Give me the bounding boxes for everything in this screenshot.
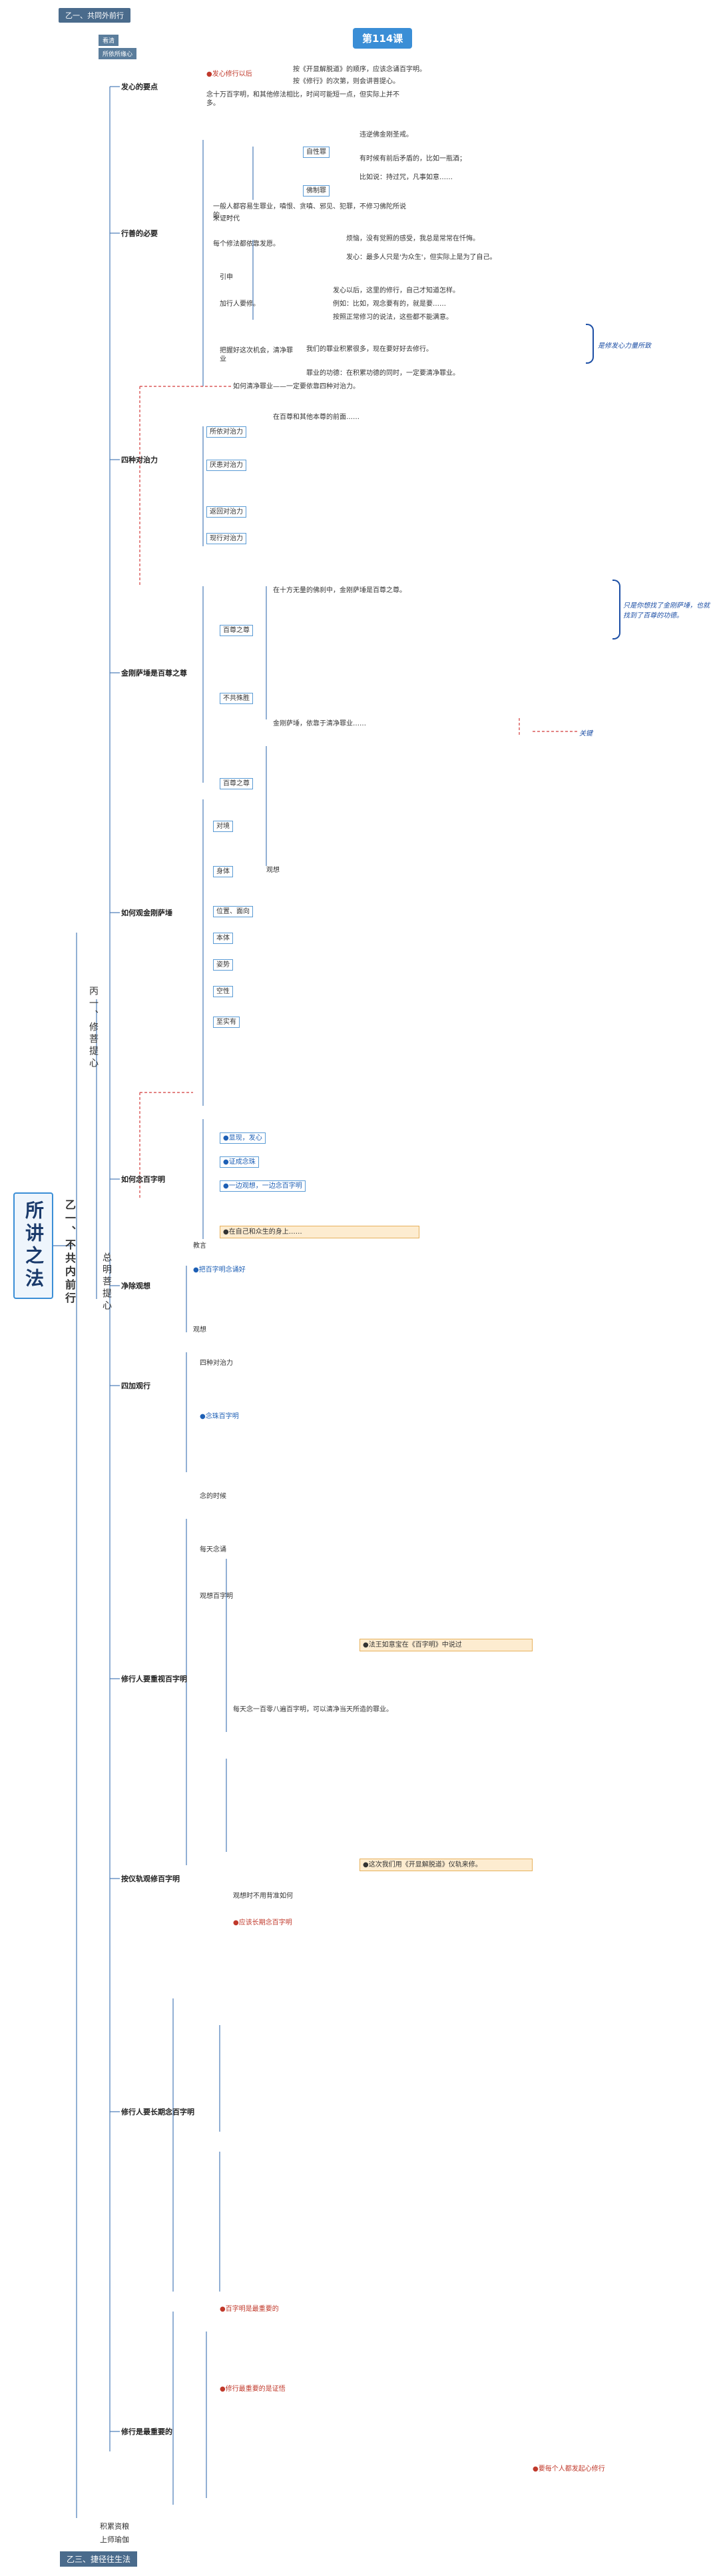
brace	[612, 580, 620, 640]
node-text: 有时候有前后矛盾的，比如一瓶酒；	[360, 155, 466, 163]
tag-object[interactable]: 所依所缘心	[99, 48, 137, 59]
node-text: 发心以后，这里的修行，自己才知道怎样。	[333, 287, 459, 294]
section-long-term: 修行人要长期念百字明	[121, 2108, 194, 2116]
node-text: 观想	[266, 867, 280, 874]
node-action-power: 现行对治力	[206, 533, 246, 544]
node-appearance: ●显现，发心	[220, 1132, 266, 1144]
lesson-number: 第114课	[353, 28, 413, 49]
annotation: 关键	[579, 730, 593, 737]
annotation: 是修发心力量所致	[598, 342, 651, 350]
node-object: 对境	[213, 821, 233, 832]
node-rule-sin: 佛制罪	[303, 185, 330, 197]
section-visualize: 如何观金刚萨埵	[121, 909, 172, 917]
node-hundred-deities: 百尊之尊	[220, 625, 253, 636]
main-title: 所讲之法	[13, 1192, 53, 1299]
node-text: 观想	[193, 1326, 206, 1334]
node-text: 按《修行》的次第，则会讲菩提心。	[293, 78, 399, 85]
node-position: 位置、面向	[213, 906, 253, 917]
node-text: 发心：最多人只是'为众生'，但实际上是为了自己。	[346, 254, 497, 261]
node-text: 加行人要修。	[220, 300, 260, 308]
level1-label: 乙一、不共内前行	[63, 1199, 76, 1306]
section-vajrasattva: 金刚萨埵是百尊之尊	[121, 669, 187, 677]
node-text: 观想时不用背准如何	[233, 1893, 293, 1900]
node-text: ●百字明是最重要的	[220, 2306, 279, 2313]
node-highlight: ●在自己和众生的身上……	[220, 1226, 419, 1238]
node-text: 念的时候	[200, 1493, 226, 1500]
node-text: ●把百字明念诵好	[193, 1266, 246, 1274]
node-reality: 至实有	[213, 1017, 240, 1028]
node-text: 金刚萨埵，依靠于清净罪业……	[273, 720, 366, 727]
node-text: 罪业的功德：在积累功德的同时，一定要清净罪业。	[306, 370, 459, 377]
node-text: 每天念一百零八遍百字明，可以清净当天所造的罪业。	[233, 1706, 393, 1713]
node-text: 每个修法都依靠发愿。	[213, 240, 280, 248]
bottom-tag-transference[interactable]: 乙三、捷径往生法	[60, 2551, 138, 2567]
node-text: 四种对治力	[200, 1360, 233, 1367]
node-text: 我们的罪业积累很多，现在要好好去修行。	[306, 346, 433, 353]
node-return-power: 返回对治力	[206, 506, 246, 518]
node-text: 如何清净罪业——一定要依靠四种对治力。	[233, 383, 360, 390]
tag-see[interactable]: 看清	[99, 35, 119, 46]
bottom-guru-yoga[interactable]: 上师瑜伽	[100, 2535, 129, 2544]
node-text: 烦恼，没有觉照的感受，我总是常常在忏悔。	[346, 235, 479, 242]
node-emptiness: 空性	[213, 986, 233, 997]
section-most-important: 修行是最重要的	[121, 2427, 172, 2436]
node-unique: 不共殊胜	[220, 693, 253, 704]
level1-sub-label: 丙一、修菩提心	[88, 986, 99, 1070]
node-text: 按照正常修习的说法，这些都不能满意。	[333, 314, 453, 321]
node-highlight: ●这次我们用《开显解脱道》仪轨来修。	[360, 1859, 533, 1871]
node-text: ●要每个人都发起心修行	[533, 2465, 605, 2473]
node-text: 比如说：持过咒，凡事如意……	[360, 174, 453, 181]
node-text: 念十万百字明，和其他修法相比，时间可能短一点，但实际上并不多。	[206, 91, 399, 107]
section-four-add: 四加观行	[121, 1382, 150, 1390]
node-text: 引申	[220, 274, 233, 281]
node-body: 身体	[213, 866, 233, 877]
level2-label: 总明菩提心	[101, 1252, 112, 1312]
section-necessity: 行善的必要	[121, 229, 158, 238]
node-support-power: 所依对治力	[206, 426, 246, 438]
node-posture: 姿势	[213, 959, 233, 971]
node-hundred-lord: 百尊之尊	[220, 778, 253, 789]
node-essence: 本体	[213, 933, 233, 944]
node-motivation: ●发心修行以后	[206, 71, 252, 78]
node-text: 一般人都容易生罪业，嗔恨、贪嗔、邪见、犯罪，不修习佛陀所说的……	[213, 203, 406, 219]
node-text: ●应该长期念百字明	[233, 1919, 292, 1927]
node-text: 按《开显解脱道》的顺序，应该念诵百字明。	[293, 66, 426, 73]
section-liturgy: 按仪轨观修百字明	[121, 1875, 180, 1883]
section-motivation: 发心的要点	[121, 83, 158, 91]
node-text: 违逆佛金刚圣戒。	[360, 131, 413, 139]
node-text: 未证时代	[213, 215, 240, 222]
node-text: 观想百字明	[200, 1593, 233, 1600]
bottom-accumulate[interactable]: 积累资粮	[100, 2522, 129, 2531]
node-text: 教言	[193, 1242, 206, 1250]
section-value-mantra: 修行人要重视百字明	[121, 1675, 187, 1683]
node-highlight: ●法王如意宝在《百字明》中说过	[360, 1639, 533, 1651]
node-text: 在百尊和其他本尊的前面……	[273, 414, 360, 421]
node-regret-power: 厌患对治力	[206, 460, 246, 471]
node-text: ●修行最重要的是证悟	[220, 2385, 286, 2393]
node-natural-sin: 自性罪	[303, 147, 330, 158]
section-purify: 净除观想	[121, 1282, 150, 1290]
section-recite: 如何念百字明	[121, 1175, 165, 1184]
node-text: 在十方无量的佛刹中，金刚萨埵是百尊之尊。	[273, 587, 406, 594]
section-four-powers: 四种对治力	[121, 456, 158, 464]
node-rosary: ●证成念珠	[220, 1156, 259, 1168]
node-text: 把握好这次机会，清净罪业	[220, 347, 293, 363]
node-visualize-recite: ●一边观想，一边念百字明	[220, 1180, 306, 1192]
brace	[586, 324, 594, 364]
node-text: ●念珠百字明	[200, 1413, 239, 1420]
node-text: 例如：比如，观念要有的，就是要……	[333, 300, 446, 308]
annotation: 只是你想找了金刚萨埵，也就找到了百尊的功德。	[623, 602, 710, 620]
top-tag-common-preliminaries[interactable]: 乙一、共同外前行	[59, 8, 130, 23]
node-text: 每天念诵	[200, 1546, 226, 1553]
